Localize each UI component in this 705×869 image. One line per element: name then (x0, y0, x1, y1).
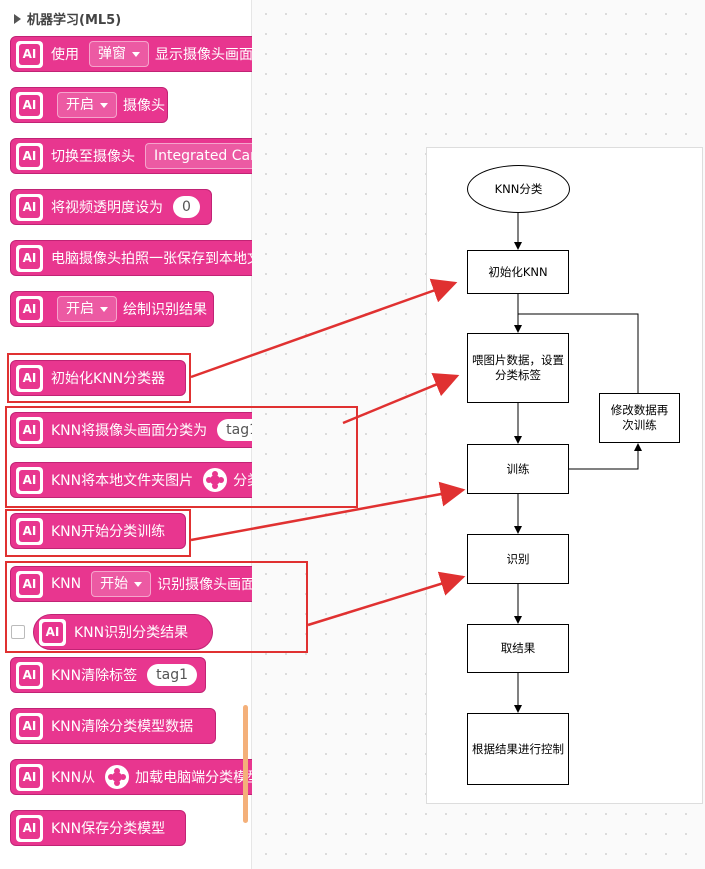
ai-icon: AI (39, 618, 66, 646)
video-opacity-block[interactable]: AI 将视频透明度设为 0 (10, 189, 212, 225)
block-label: 使用 (51, 47, 79, 63)
block-label: KNN将摄像头画面分类为 (51, 423, 208, 439)
ai-icon: AI (16, 91, 43, 119)
chevron-down-icon (100, 102, 108, 108)
block-label: KNN清除标签 (51, 668, 138, 684)
block-label: 电脑摄像头拍照一张保存到本地文件夹 (51, 251, 289, 267)
red-arrow-init (190, 278, 458, 379)
highlight-init (7, 353, 191, 403)
block-label: 摄像头 (123, 98, 165, 114)
ai-icon: AI (16, 142, 43, 170)
chevron-down-icon (134, 581, 143, 587)
draw-state-dropdown[interactable]: 开启 (57, 296, 117, 322)
file-picker-icon[interactable] (105, 765, 130, 789)
block-label: 将视频透明度设为 (51, 200, 163, 216)
category-header[interactable]: 机器学习(ML5) (14, 9, 121, 28)
chevron-down-icon (132, 51, 140, 57)
expand-triangle-icon[interactable] (14, 13, 21, 24)
highlight-arrows (190, 278, 466, 627)
ai-icon: AI (16, 517, 43, 545)
recognize-state-dropdown[interactable]: 开始 (91, 571, 152, 597)
ai-icon: AI (16, 814, 43, 842)
block-label: 识别摄像头画面分类 (157, 577, 284, 593)
ai-icon: AI (16, 416, 43, 444)
flow-loop-line (518, 313, 639, 393)
display-mode-dropdown[interactable]: 弹窗 (89, 41, 149, 67)
ai-icon: AI (16, 712, 43, 740)
ai-icon: AI (16, 40, 43, 68)
ai-icon: AI (16, 295, 43, 323)
flow-start-node: KNN分类 (467, 165, 570, 213)
highlight-train (5, 509, 191, 557)
show-camera-popup-block[interactable]: AI 使用 弹窗 显示摄像头画面 (10, 36, 262, 72)
knn-result-reporter-block[interactable]: AI KNN识别分类结果 (33, 614, 213, 650)
block-label: 初始化KNN分类器 (51, 371, 166, 387)
knn-load-model-block[interactable]: AI KNN从 加载电脑端分类模型 (10, 759, 286, 795)
flow-feed-node: 喂图片数据，设置分类标签 (467, 333, 569, 403)
flow-train-node: 训练 (467, 444, 569, 494)
toggle-camera-block[interactable]: AI 开启 摄像头 (10, 87, 168, 123)
init-knn-block[interactable]: AI 初始化KNN分类器 (10, 360, 186, 396)
highlight-recognize (5, 561, 308, 653)
folder-picker-icon[interactable] (203, 468, 228, 492)
flow-loop-arrow (569, 443, 642, 470)
block-label: 切换至摄像头 (51, 149, 135, 165)
flow-control-node: 根据结果进行控制 (467, 713, 569, 785)
tag-input[interactable]: tag1 (147, 664, 198, 686)
draw-results-block[interactable]: AI 开启 绘制识别结果 (10, 291, 214, 327)
ai-icon: AI (16, 193, 43, 221)
block-label: KNN保存分类模型 (51, 821, 166, 837)
block-label: 显示摄像头画面 (155, 47, 253, 63)
category-title: 机器学习(ML5) (27, 13, 122, 28)
block-label: KNN从 (51, 770, 96, 786)
red-arrow-train (190, 481, 466, 542)
ai-icon: AI (16, 763, 43, 791)
block-label: 加载电脑端分类模型 (135, 770, 262, 786)
flow-connectors (514, 213, 642, 713)
block-label: KNN识别分类结果 (74, 625, 189, 641)
knn-recognize-camera-block[interactable]: AI KNN 开始 识别摄像头画面分类 (10, 566, 298, 602)
knn-save-model-block[interactable]: AI KNN保存分类模型 (10, 810, 186, 846)
flow-init-node: 初始化KNN (467, 250, 569, 294)
ai-icon: AI (16, 466, 43, 494)
ai-icon: AI (16, 364, 43, 392)
camera-state-dropdown[interactable]: 开启 (57, 92, 117, 118)
flow-recognize-node: 识别 (467, 534, 569, 584)
ai-icon: AI (16, 570, 43, 598)
block-label: KNN清除分类模型数据 (51, 719, 194, 735)
block-label: 绘制识别结果 (123, 302, 207, 318)
block-label: KNN将本地文件夹图片 (51, 473, 194, 489)
knn-train-block[interactable]: AI KNN开始分类训练 (10, 513, 186, 549)
chevron-down-icon (100, 306, 108, 312)
block-label: KNN (51, 576, 82, 592)
highlight-feed (5, 406, 358, 508)
result-monitor-checkbox[interactable] (11, 625, 25, 639)
knn-clear-model-block[interactable]: AI KNN清除分类模型数据 (10, 708, 216, 744)
palette-scrollbar[interactable] (243, 705, 248, 823)
ai-icon: AI (16, 244, 43, 272)
red-arrow-feed (342, 373, 460, 425)
flow-result-node: 取结果 (467, 624, 569, 673)
red-arrow-recognize (307, 571, 466, 627)
block-label: KNN开始分类训练 (51, 524, 166, 540)
ai-icon: AI (16, 661, 43, 689)
knn-clear-label-block[interactable]: AI KNN清除标签 tag1 (10, 657, 206, 693)
flow-modify-node: 修改数据再次训练 (599, 393, 680, 443)
opacity-input[interactable]: 0 (173, 196, 200, 218)
